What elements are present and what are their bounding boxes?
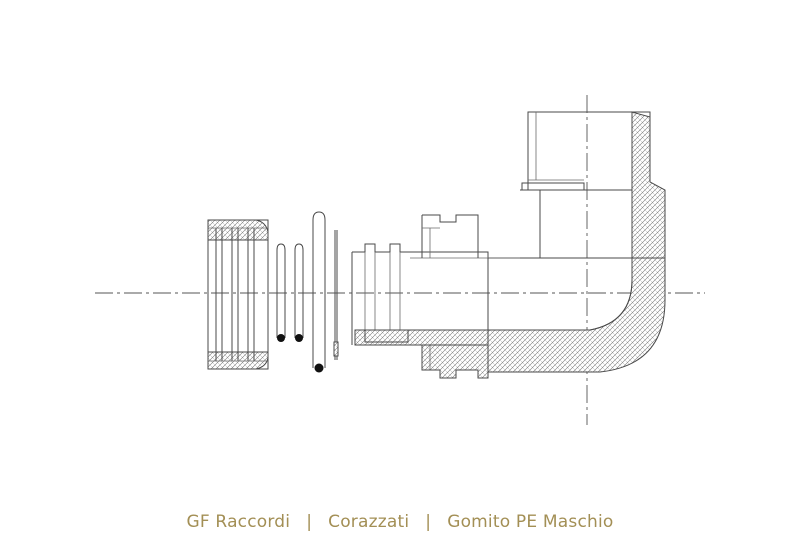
clamp-ring-small: [276, 243, 286, 342]
o-ring-3: [314, 363, 324, 373]
ring-nut: [207, 219, 269, 370]
o-ring-2: [295, 334, 303, 342]
clamp-ring-medium: [294, 243, 304, 342]
o-ring-1: [277, 334, 285, 342]
collar: [421, 214, 489, 379]
spigot-insert: [351, 243, 520, 345]
technical-drawing: [95, 95, 705, 425]
caption-separator-2: |: [425, 512, 432, 532]
seal-ring: [312, 211, 326, 373]
caption-separator-1: |: [306, 512, 313, 532]
caption-product: Gomito PE Maschio: [447, 512, 614, 532]
caption-category: Corazzati: [328, 512, 410, 532]
washer: [333, 230, 339, 360]
caption: GF Raccordi | Corazzati | Gomito PE Maschio: [0, 512, 800, 532]
male-thread-end: [520, 111, 651, 259]
caption-brand: GF Raccordi: [186, 512, 291, 532]
